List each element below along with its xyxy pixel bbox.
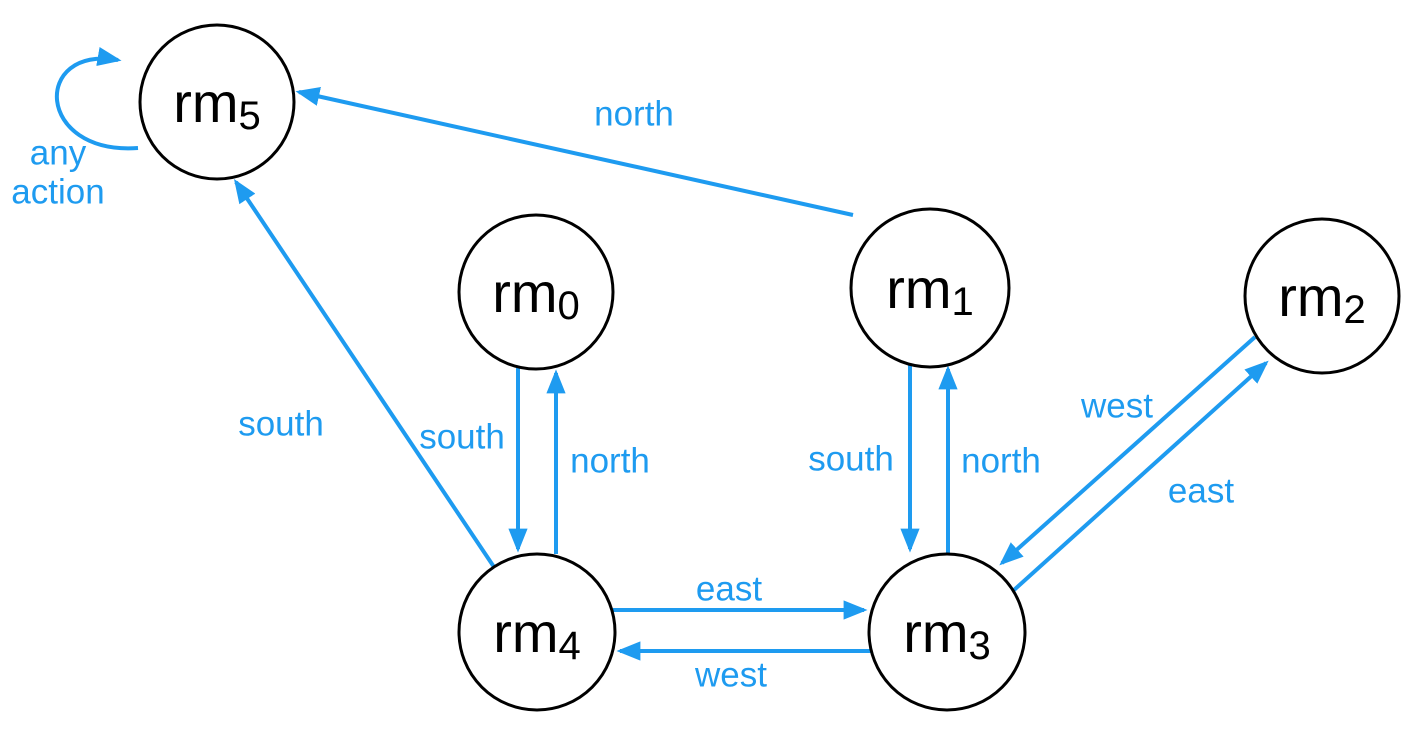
edge-label-rm3-to-rm1: north (961, 442, 1041, 481)
node-rm1 (849, 207, 1011, 369)
edge-label-rm1-to-rm3: south (808, 440, 894, 479)
edge-label-rm0-to-rm4: south (419, 418, 505, 457)
node-label-rm1: rm1 (886, 257, 974, 325)
self-loop-label-line-2: action (11, 173, 104, 212)
node-rm2 (1243, 217, 1401, 375)
node-label-rm5: rm5 (173, 71, 261, 139)
edge-label-rm3-to-rm2: east (1168, 472, 1234, 511)
edge-rm2-to-rm3 (999, 335, 1257, 566)
edge-rm1-to-rm5 (295, 87, 854, 217)
node-rm0 (457, 213, 615, 371)
edge-label-rm4-to-rm0: north (570, 442, 650, 481)
node-rm3 (867, 552, 1027, 712)
node-label-rm4: rm4 (493, 601, 581, 669)
node-label-rm2: rm2 (1278, 265, 1366, 333)
edge-label-rm4-to-rm3: east (696, 570, 762, 609)
edge-label-rm3-to-rm4: west (694, 656, 767, 695)
edge-label-rm2-to-rm3: west (1080, 387, 1153, 426)
node-rm5 (138, 23, 296, 181)
self-loop-rm5 (55, 47, 139, 151)
node-rm4 (457, 552, 617, 712)
node-label-rm0: rm0 (492, 261, 580, 329)
edge-label-rm1-to-rm5: north (594, 95, 674, 134)
node-label-rm3: rm3 (903, 601, 991, 669)
edge-rm3-to-rm2 (1012, 360, 1269, 592)
edge-label-rm4-to-rm5: south (238, 405, 324, 444)
self-loop-label-line-1: any (30, 134, 87, 173)
edge-rm4-to-rm5 (233, 179, 496, 569)
